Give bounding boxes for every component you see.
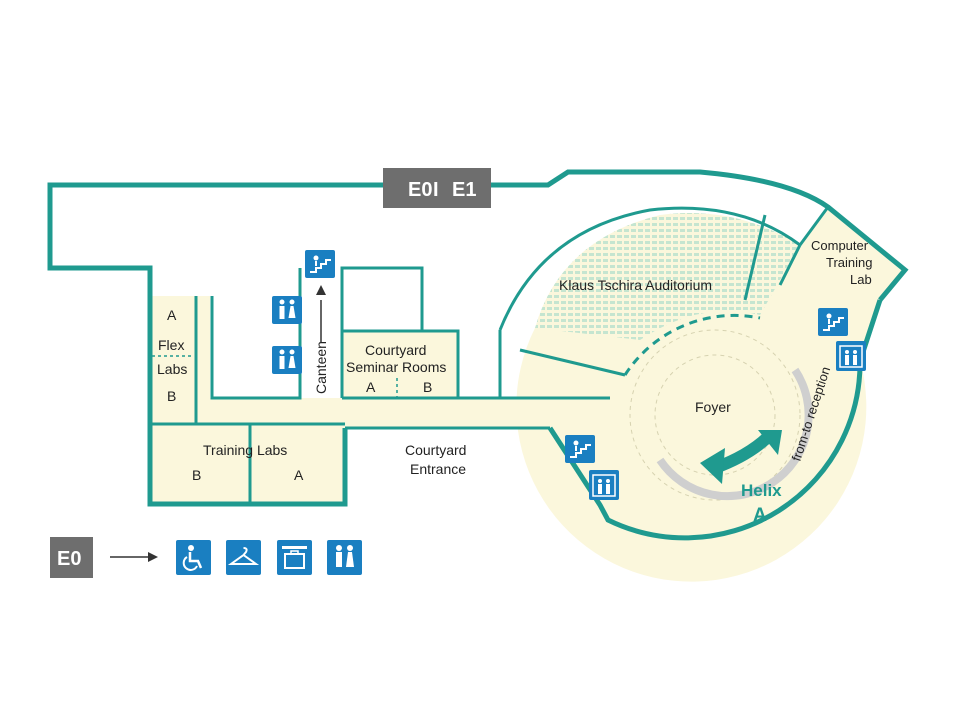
canteen-arrow	[316, 285, 326, 342]
computer-lab-label-2: Training	[826, 255, 872, 270]
restroom-icon	[272, 346, 302, 374]
flex-lab-a-label: A	[167, 307, 177, 323]
seminar-room-b-label: B	[423, 379, 432, 395]
foyer-label: Foyer	[695, 399, 731, 415]
cloakroom-icon	[226, 540, 261, 575]
luggage-icon	[277, 540, 312, 575]
helix-label-2: A	[753, 505, 767, 526]
seminar-room-a-label: A	[366, 379, 376, 395]
legend-level-text: E0	[57, 548, 81, 570]
level-badge[interactable]: E0 I E1	[383, 168, 491, 208]
courtyard-entrance-label-2: Entrance	[410, 461, 466, 477]
level-badge-right: E1	[452, 179, 476, 201]
helix-arrow	[700, 430, 782, 484]
canteen-label: Canteen	[313, 341, 329, 394]
seminar-rooms-label: Courtyard	[365, 342, 426, 358]
restroom-icon	[272, 296, 302, 324]
training-labs-label: Training Labs	[203, 442, 287, 458]
seminar-rooms-label-2: Seminar Rooms	[346, 359, 446, 375]
helix-label: Helix	[741, 481, 782, 500]
elevator-icon	[836, 341, 866, 371]
training-lab-a-label: A	[294, 467, 304, 483]
level-badge-left: E0	[408, 179, 432, 201]
legend-arrow-icon	[110, 552, 158, 562]
restroom-icon	[327, 540, 362, 575]
auditorium-label: Klaus Tschira Auditorium	[559, 277, 712, 293]
stairs-icon	[565, 435, 595, 463]
training-lab-b-label: B	[192, 467, 201, 483]
computer-lab-label: Computer	[811, 238, 869, 253]
legend-level-badge[interactable]: E0	[50, 537, 93, 578]
computer-lab-label-3: Lab	[850, 272, 872, 287]
wheelchair-icon	[176, 540, 211, 575]
building-walls	[47, 169, 909, 541]
stairs-icon	[818, 308, 848, 336]
stairs-icon	[305, 250, 335, 278]
legend: E0	[50, 537, 362, 578]
flex-lab-b-label: B	[167, 388, 176, 404]
flex-labs-label: Flex	[158, 337, 184, 353]
flex-labs-label-2: Labs	[157, 361, 187, 377]
level-badge-divider: I	[433, 179, 439, 201]
elevator-icon	[589, 470, 619, 500]
courtyard-entrance-label: Courtyard	[405, 442, 466, 458]
